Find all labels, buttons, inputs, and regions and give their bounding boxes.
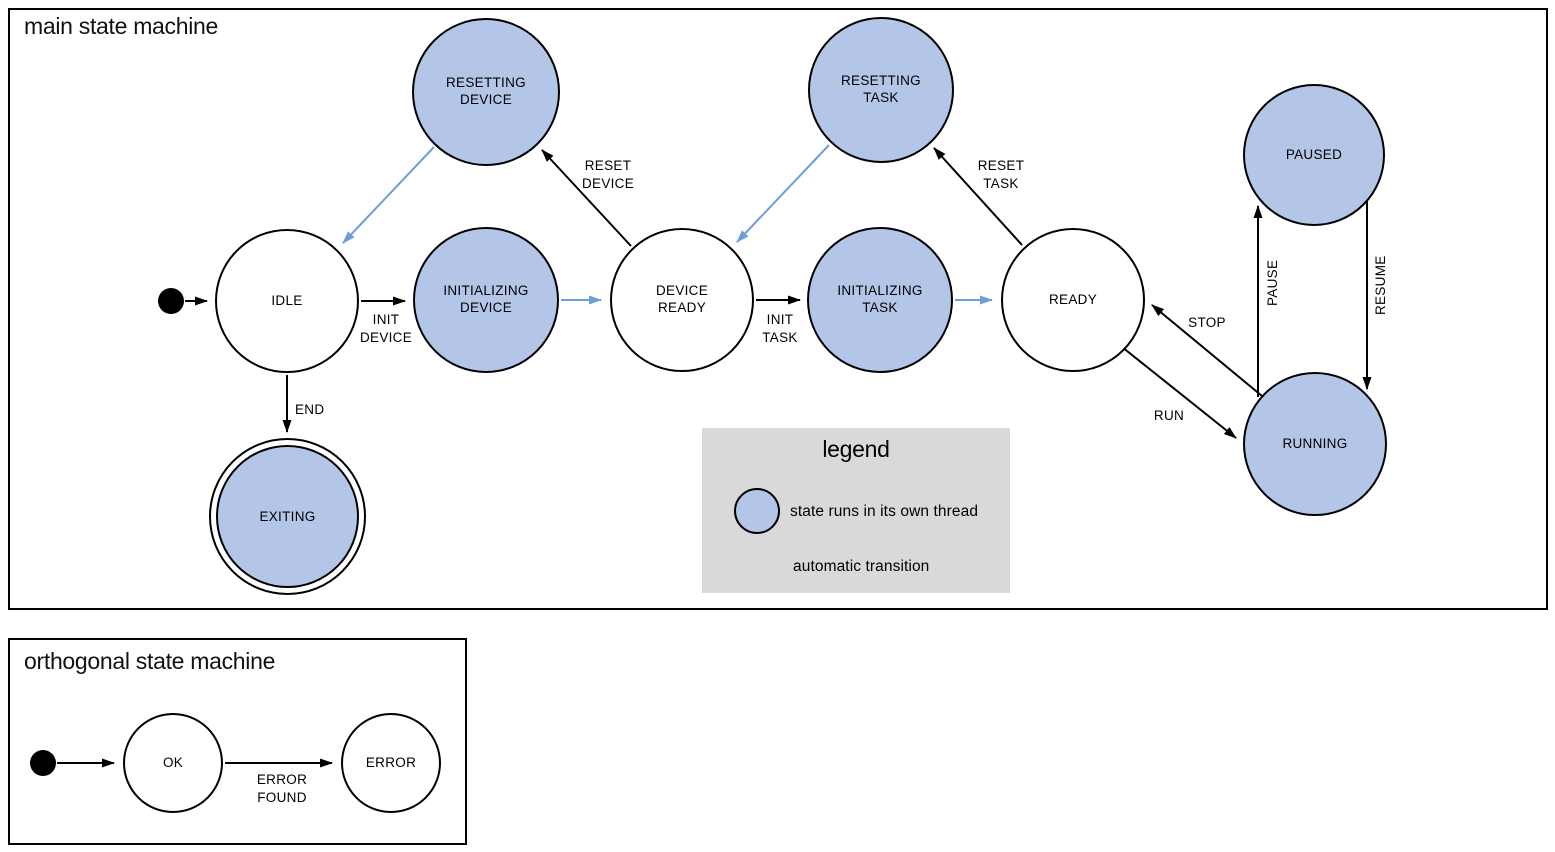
transition-label-reset-task: RESET TASK: [977, 158, 1025, 191]
state-initializing-task-label: INITIALIZING TASK: [837, 283, 923, 315]
state-ready-label: READY: [1048, 291, 1097, 307]
orthogonal-machine-panel: [8, 638, 467, 845]
transition-label-reset-device: RESET DEVICE: [581, 158, 635, 191]
transition-label-pause: PAUSE: [1265, 259, 1281, 307]
state-device-ready-label: DEVICE READY: [655, 283, 709, 315]
main-machine-title: main state machine: [24, 13, 219, 39]
state-resetting-device-label: RESETTING DEVICE: [446, 75, 526, 107]
state-ready: READY: [1001, 228, 1145, 372]
state-idle-label: IDLE: [271, 292, 303, 308]
legend-title: legend: [822, 436, 890, 462]
transition-label-init-device: INIT DEVICE: [359, 312, 413, 345]
state-ok: OK: [123, 713, 223, 813]
transition-label-stop: STOP: [1188, 315, 1226, 330]
state-error-label: ERROR: [365, 754, 417, 770]
transition-label-run: RUN: [1153, 408, 1185, 423]
legend-threaded-state-icon: [734, 488, 780, 534]
state-exiting-final: EXITING: [209, 438, 366, 595]
initial-state-dot-main: [158, 288, 184, 314]
transition-label-error-found: ERROR FOUND: [256, 772, 308, 805]
state-idle: IDLE: [215, 229, 359, 373]
state-paused: PAUSED: [1243, 84, 1385, 226]
state-ok-label: OK: [162, 754, 184, 770]
state-running-label: RUNNING: [1282, 435, 1348, 451]
legend: legend state runs in its own thread auto…: [702, 428, 1010, 593]
state-initializing-task: INITIALIZING TASK: [807, 227, 953, 373]
state-initializing-device-label: INITIALIZING DEVICE: [443, 283, 529, 315]
main-machine-panel: [8, 8, 1548, 610]
state-exiting-inner-circle: EXITING: [216, 445, 359, 588]
state-device-ready: DEVICE READY: [610, 228, 754, 372]
state-paused-label: PAUSED: [1285, 146, 1343, 162]
state-exiting-label: EXITING: [259, 509, 316, 524]
state-error: ERROR: [341, 713, 441, 813]
transition-label-end: END: [295, 402, 325, 417]
state-resetting-task-label: RESETTING TASK: [841, 73, 921, 105]
legend-auto-item-label: automatic transition: [793, 558, 930, 575]
transition-label-init-task: INIT TASK: [762, 312, 798, 345]
orthogonal-machine-title: orthogonal state machine: [24, 648, 276, 674]
state-resetting-device: RESETTING DEVICE: [412, 18, 560, 166]
initial-state-dot-orthogonal: [30, 750, 56, 776]
state-resetting-task: RESETTING TASK: [808, 17, 954, 163]
transition-label-resume: RESUME: [1373, 255, 1389, 315]
state-running: RUNNING: [1243, 372, 1387, 516]
legend-thread-item-label: state runs in its own thread: [790, 503, 979, 520]
state-initializing-device: INITIALIZING DEVICE: [413, 227, 559, 373]
